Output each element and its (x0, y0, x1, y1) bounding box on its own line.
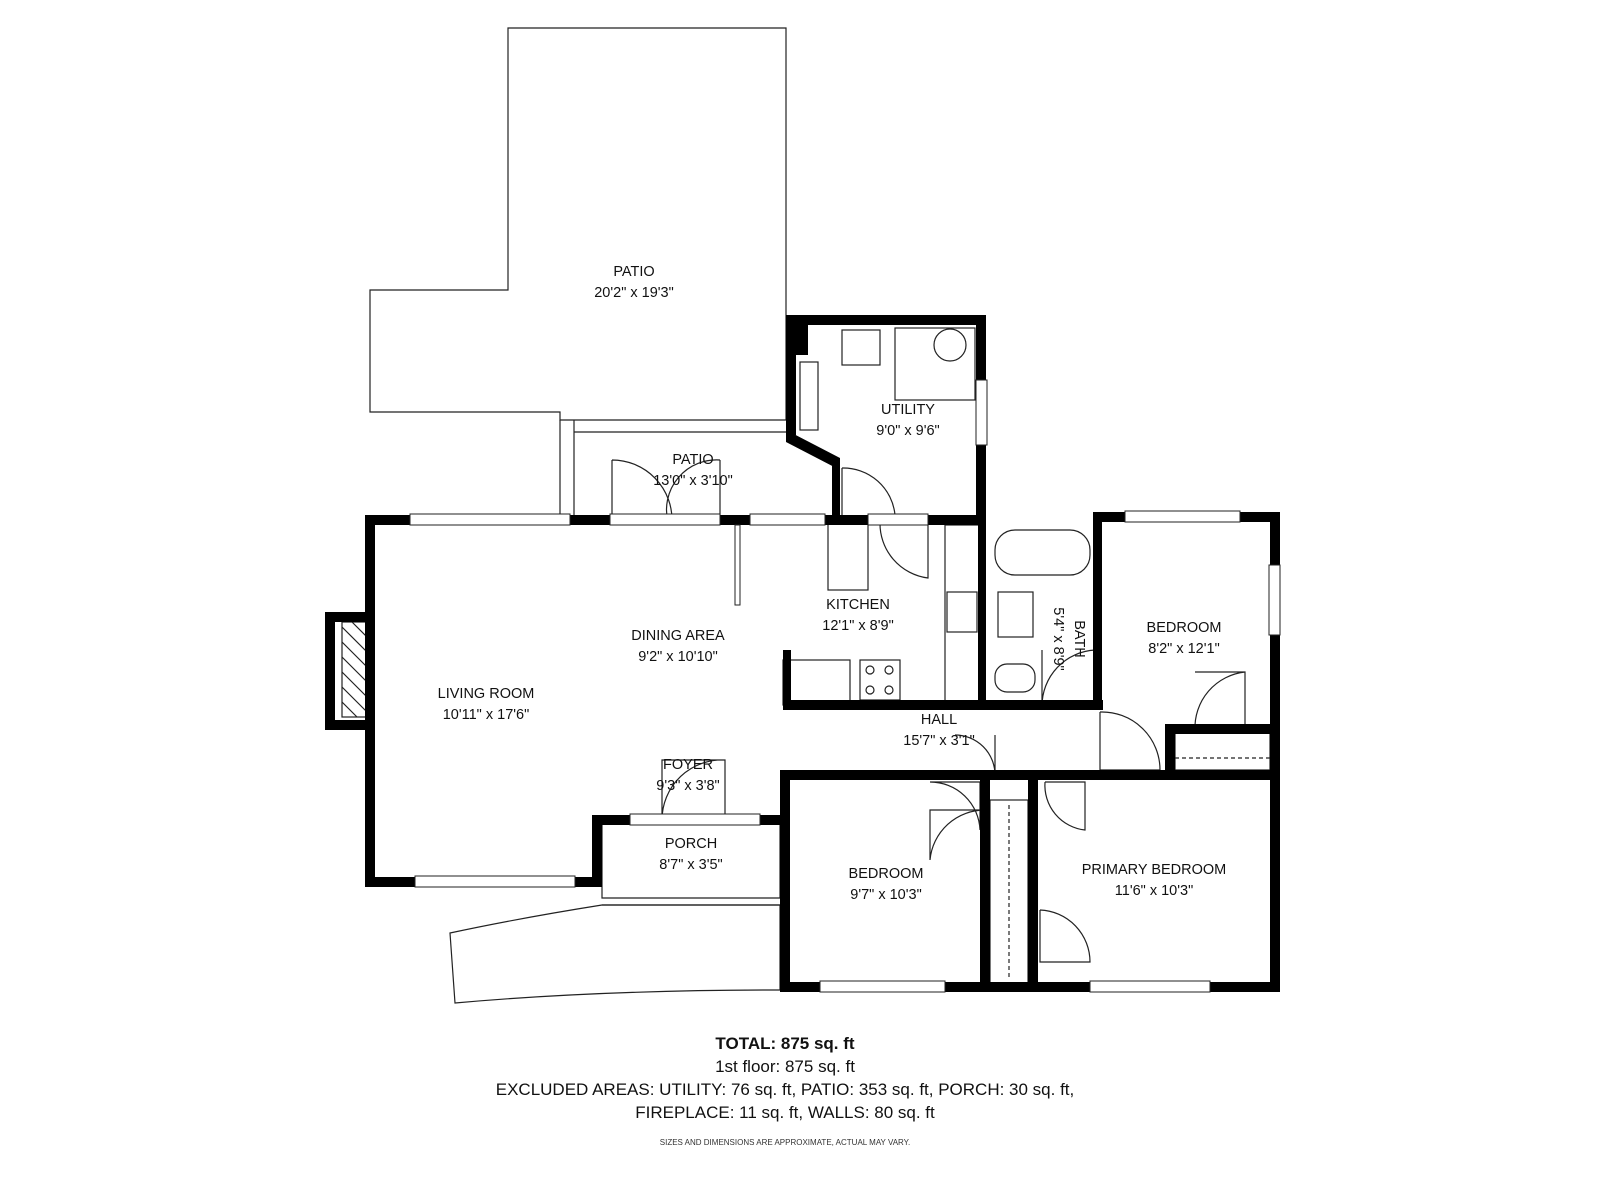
room-name: KITCHEN (826, 597, 890, 613)
excluded-areas: EXCLUDED AREAS: UTILITY: 76 sq. ft, PATI… (495, 1080, 1075, 1099)
room-name: BEDROOM (848, 866, 924, 882)
room-label-bedroom-2: BEDROOM 9'7" x 10'3" (849, 864, 924, 906)
disclaimer: SIZES AND DIMENSIONS ARE APPROXIMATE, AC… (659, 1138, 911, 1147)
windows (409, 379, 1281, 993)
bath-sink (997, 591, 1034, 638)
room-dims: 8'2" x 12'1" (1148, 641, 1220, 657)
water-heater (933, 328, 967, 362)
counter (782, 659, 851, 706)
room-dims: 11'6" x 10'3" (1114, 883, 1194, 899)
room-dims: 9'7" x 10'3" (850, 887, 922, 903)
room-label-kitchen: KITCHEN 12'1" x 8'9" (822, 595, 893, 637)
closet-bed2 (1174, 729, 1271, 771)
floor-area: 1st floor: 875 sq. ft (715, 1057, 855, 1076)
room-name: DINING AREA (631, 628, 725, 644)
room-name: BEDROOM (1146, 620, 1222, 636)
room-label-patio-small: PATIO 13'0" x 3'10" (653, 450, 733, 492)
room-label-patio: PATIO 20'2" x 19'3" (594, 262, 674, 304)
room-dims: 10'11" x 17'6" (442, 707, 530, 723)
room-label-bath: BATH 5'4" x 8'9" (1047, 607, 1089, 670)
room-label-porch: PORCH 8'7" x 3'5" (659, 834, 722, 876)
room-label-utility: UTILITY 9'0" x 9'6" (876, 400, 939, 442)
room-name: LIVING ROOM (437, 686, 535, 702)
dryer (894, 327, 976, 401)
room-name: UTILITY (881, 402, 935, 418)
room-dims: 5'4" x 8'9" (1050, 607, 1066, 671)
room-label-bedroom-1: BEDROOM 8'2" x 12'1" (1147, 618, 1222, 660)
sink (946, 591, 978, 633)
room-dims: 12'1" x 8'9" (822, 618, 894, 634)
room-dims: 9'3" x 3'8" (656, 778, 720, 794)
room-name: FOYER (663, 757, 713, 773)
stove (859, 659, 901, 701)
area-summary: TOTAL: 875 sq. ft 1st floor: 875 sq. ft … (0, 1032, 1570, 1124)
refrigerator (827, 519, 869, 591)
room-dims: 9'2" x 10'10" (638, 649, 718, 665)
excluded-areas-cont: FIREPLACE: 11 sq. ft, WALLS: 80 sq. ft (635, 1103, 935, 1122)
toilet (994, 663, 1036, 693)
room-name: HALL (920, 712, 958, 728)
room-name: PORCH (664, 836, 718, 852)
bathtub (994, 529, 1091, 576)
room-label-living-room: LIVING ROOM 10'11" x 17'6" (438, 684, 535, 726)
room-label-hall: HALL 15'7" x 3'1" (903, 710, 974, 752)
total-area: TOTAL: 875 sq. ft (715, 1034, 855, 1053)
room-name: PRIMARY BEDROOM (1081, 862, 1227, 878)
walkway (449, 904, 781, 1004)
room-label-foyer: FOYER 9'3" x 3'8" (656, 755, 719, 797)
patio-outline (369, 27, 787, 421)
washer (841, 329, 881, 366)
room-dims: 9'0" x 9'6" (876, 423, 940, 439)
room-label-primary-bedroom: PRIMARY BEDROOM 11'6" x 10'3" (1082, 860, 1227, 902)
room-name: BATH (1071, 620, 1087, 658)
room-dims: 8'7" x 3'5" (659, 857, 723, 873)
room-name: PATIO (613, 264, 655, 280)
room-name: PATIO (672, 452, 714, 468)
room-label-dining: DINING AREA 9'2" x 10'10" (631, 626, 724, 668)
room-dims: 13'0" x 3'10" (653, 473, 733, 489)
room-dims: 20'2" x 19'3" (594, 285, 674, 301)
room-dims: 15'7" x 3'1" (903, 733, 975, 749)
